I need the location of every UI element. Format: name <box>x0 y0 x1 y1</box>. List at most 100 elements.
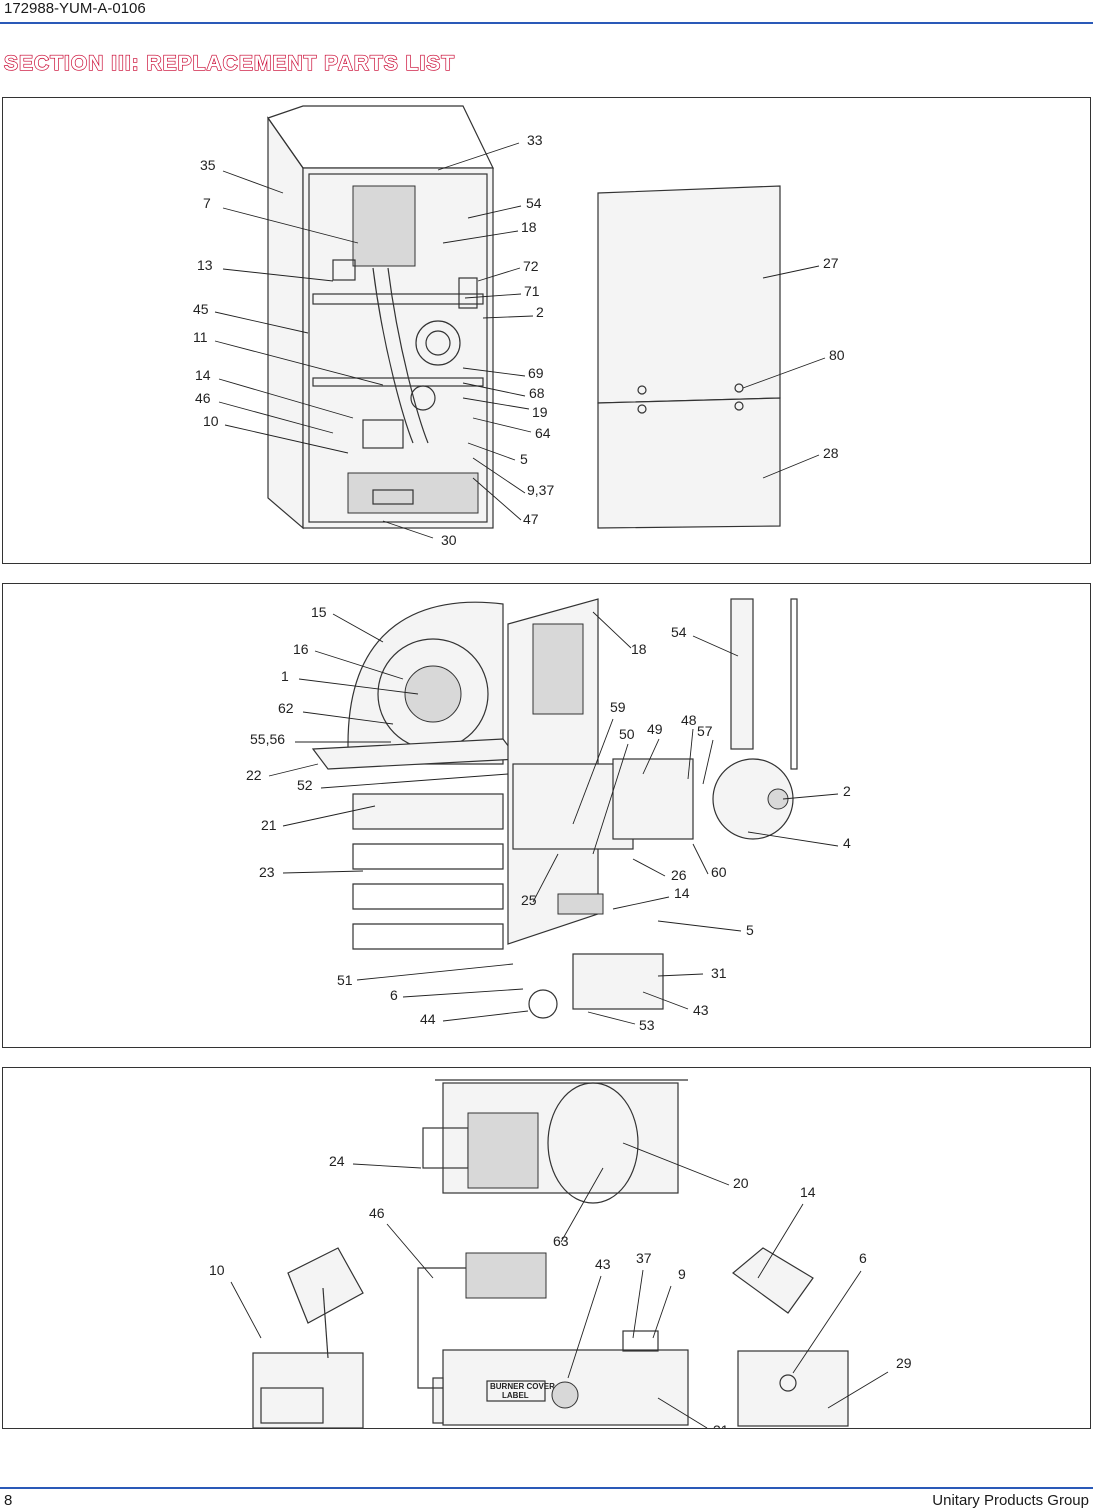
callout-leader-line <box>762 265 820 279</box>
part-callout-label: 22 <box>246 767 262 783</box>
part-callout-label: 10 <box>209 1262 225 1278</box>
burner-front-view-illustration: BURNER COVER LABEL <box>417 1252 689 1426</box>
part-callout-label: 5 <box>520 451 528 467</box>
footer-rule <box>0 1487 1093 1489</box>
part-callout-label: 14 <box>800 1184 816 1200</box>
part-callout-label: 31 <box>711 965 727 981</box>
callout-leader-line <box>560 1167 604 1243</box>
part-callout-label: 55,56 <box>250 731 285 747</box>
callout-leader-line <box>592 743 629 855</box>
part-callout-label: 50 <box>619 726 635 742</box>
burner-right-side-illustration <box>732 1247 849 1427</box>
callout-leader-line <box>532 853 559 903</box>
part-callout-label: 18 <box>631 641 647 657</box>
part-callout-label: 69 <box>528 365 544 381</box>
callout-leader-line <box>222 170 284 194</box>
callout-leader-line <box>572 718 614 825</box>
part-callout-label: 54 <box>526 195 542 211</box>
callout-leader-line <box>632 1269 644 1339</box>
part-callout-label: 49 <box>647 721 663 737</box>
section-title: SECTION III: REPLACEMENT PARTS LIST <box>3 51 456 75</box>
part-callout-label: 37 <box>636 1250 652 1266</box>
part-callout-label: 13 <box>197 257 213 273</box>
callout-leader-line <box>467 442 516 461</box>
part-callout-label: 4 <box>843 835 851 851</box>
furnace-cabinet-illustration <box>267 105 494 530</box>
callout-leader-line <box>442 230 519 244</box>
callout-leader-line <box>222 268 334 282</box>
part-callout-label: 57 <box>697 723 713 739</box>
callout-leader-line <box>657 973 704 977</box>
callout-leader-line <box>472 477 522 521</box>
callout-leader-line <box>687 728 694 780</box>
callout-leader-line <box>214 311 309 334</box>
part-callout-label: 25 <box>521 892 537 908</box>
callout-leader-line <box>382 520 434 539</box>
burner-top-view-illustration <box>422 1079 688 1204</box>
callout-leader-line <box>792 1270 862 1374</box>
part-callout-label: 6 <box>859 1250 867 1266</box>
callout-leader-line <box>302 711 394 725</box>
callout-leader-line <box>214 340 384 386</box>
part-callout-label: 16 <box>293 641 309 657</box>
callout-leader-line <box>702 739 714 785</box>
part-callout-label: 46 <box>369 1205 385 1221</box>
part-callout-label: 21 <box>261 817 277 833</box>
callout-leader-line <box>642 738 660 775</box>
burner-cover-label-box <box>486 1380 546 1402</box>
callout-leader-line <box>782 793 839 800</box>
part-callout-label: 19 <box>532 404 548 420</box>
callout-leader-line <box>467 205 522 219</box>
part-callout-label: 2 <box>843 783 851 799</box>
part-callout-label: 71 <box>524 283 540 299</box>
callout-leader-line <box>224 424 349 454</box>
part-callout-label: 68 <box>529 385 545 401</box>
burner-assembly-views: BURNER COVER LABEL 242063144610433796293… <box>2 1067 1091 1429</box>
part-callout-label: 54 <box>671 624 687 640</box>
callout-leader-line <box>282 870 364 874</box>
part-callout-label: 47 <box>523 511 539 527</box>
callout-leader-line <box>657 1397 708 1428</box>
inducer-vent-illustration <box>712 598 798 840</box>
burner-left-side-illustration <box>252 1247 364 1428</box>
callout-leader-line <box>632 858 666 877</box>
part-callout-label: 35 <box>200 157 216 173</box>
callout-leader-line <box>757 1203 804 1279</box>
part-callout-label: 62 <box>278 700 294 716</box>
part-callout-label: 80 <box>829 347 845 363</box>
part-callout-label: 43 <box>693 1002 709 1018</box>
part-callout-label: 9 <box>678 1266 686 1282</box>
burner-gas-valve-illustration <box>528 893 664 1019</box>
callout-leader-line <box>592 611 632 649</box>
door-panels-illustration <box>597 185 781 529</box>
callout-leader-line <box>442 1010 529 1022</box>
company-name: Unitary Products Group <box>932 1492 1089 1509</box>
part-callout-label: 6 <box>390 987 398 1003</box>
part-callout-label: 48 <box>681 712 697 728</box>
callout-leader-line <box>268 763 319 777</box>
part-callout-label: 18 <box>521 219 537 235</box>
callout-leader-line <box>482 315 534 319</box>
callout-leader-line <box>472 417 532 433</box>
callout-leader-line <box>827 1371 889 1409</box>
part-callout-label: 14 <box>674 885 690 901</box>
callout-leader-line <box>464 293 522 299</box>
part-callout-label: 45 <box>193 301 209 317</box>
callout-leader-line <box>747 831 839 847</box>
part-callout-label: 20 <box>733 1175 749 1191</box>
part-callout-label: 72 <box>523 258 539 274</box>
part-callout-label: 26 <box>671 867 687 883</box>
callout-leader-line <box>230 1281 262 1339</box>
part-callout-label: 53 <box>639 1017 655 1033</box>
part-callout-label: 63 <box>553 1233 569 1249</box>
blower-assembly-illustration <box>311 601 520 770</box>
callout-leader-line <box>762 454 820 479</box>
burner-cover-label-line2: LABEL <box>502 1391 529 1400</box>
callout-leader-line <box>218 378 354 419</box>
callout-leader-line <box>742 357 826 389</box>
part-callout-label: 10 <box>203 413 219 429</box>
part-callout-label: 11 <box>193 329 208 345</box>
